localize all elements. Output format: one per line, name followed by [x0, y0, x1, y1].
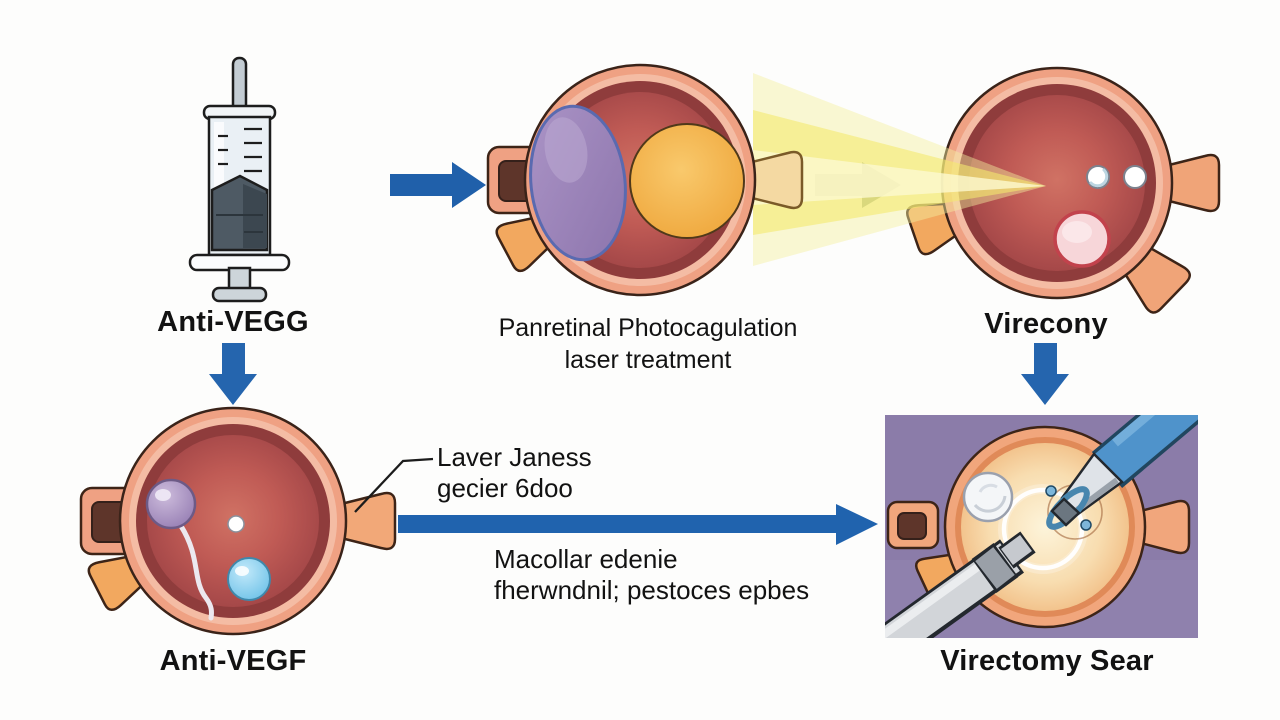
bubble-blue: [227, 557, 271, 601]
label-anti-vegf: Anti-VEGF: [159, 645, 307, 677]
label-callout: Laver Janess gecier 6doo: [437, 442, 592, 504]
label-macular-line1: Macollar edenie: [494, 544, 678, 574]
arrow-down-icon: [1021, 343, 1069, 405]
drug-sphere-purple: [145, 478, 197, 530]
long-flow-arrow: [398, 504, 878, 545]
laser-scar-dot: [1123, 165, 1147, 189]
label-prp-line1: Panretinal Photocagulation: [498, 314, 798, 342]
syringe-illustration: [188, 56, 291, 303]
eye-cross-section-lens-spot: [486, 63, 804, 297]
laser-beam: [753, 73, 1046, 266]
label-prp-line2: laser treatment: [564, 346, 732, 374]
label-anti-vegg: Anti-VEGG: [157, 306, 309, 338]
label-macular-line2: fherwndnil; pestoces epbes: [494, 575, 810, 605]
label-virectomy-sear: Virectomy Sear: [940, 645, 1154, 677]
light-pipe-instrument: [885, 531, 1036, 638]
label-callout-line2: gecier 6doo: [437, 473, 573, 503]
label-callout-line1: Laver Janess: [437, 442, 592, 472]
macula-spot-orange: [629, 123, 745, 239]
arrow-down-icon: [209, 343, 257, 405]
label-virecony: Virecony: [984, 308, 1108, 340]
micro-bubble-white: [227, 515, 245, 533]
vitrector-instrument: [1045, 415, 1198, 531]
eye-cross-section-laser-beam: [906, 66, 1221, 314]
lens-sphere-white: [962, 471, 1014, 523]
leader-line: [354, 457, 434, 513]
arrow-right-icon: [390, 162, 486, 208]
eye-cross-section-antivegf: [79, 406, 397, 636]
label-prp: Panretinal Photocagulation laser treatme…: [499, 312, 798, 376]
vitrectomy-surgery-panel: [885, 415, 1198, 638]
label-macular: Macollar edenie fherwndnil; pestoces epb…: [494, 544, 809, 606]
